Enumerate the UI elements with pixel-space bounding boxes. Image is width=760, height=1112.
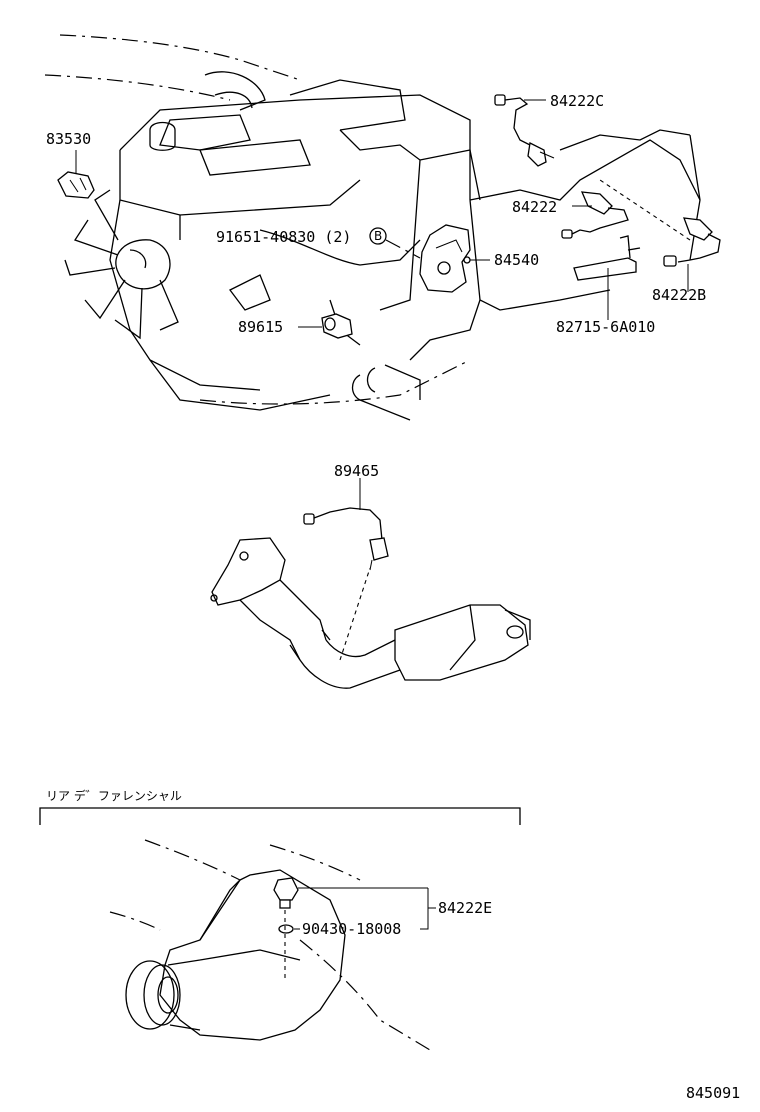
neutral-start-switch-84540[interactable] bbox=[419, 224, 490, 293]
gasket-90430[interactable] bbox=[278, 924, 300, 934]
engine-assembly bbox=[44, 34, 701, 421]
label-91651: 91651-40830 (2) bbox=[216, 228, 351, 246]
diagram-code: 845091 bbox=[686, 1084, 740, 1102]
fan-icon bbox=[64, 189, 179, 340]
label-90430: 90430-18008 bbox=[302, 920, 401, 938]
oil-pressure-switch-83530[interactable] bbox=[57, 150, 95, 199]
label-82715: 82715-6A010 bbox=[556, 318, 655, 336]
oxygen-sensor-89465[interactable] bbox=[303, 478, 389, 571]
label-ref-b: B bbox=[374, 229, 382, 243]
sensor-89615[interactable] bbox=[298, 313, 353, 339]
label-89615: 89615 bbox=[238, 318, 283, 336]
label-84222: 84222 bbox=[512, 198, 557, 216]
switch-84222e[interactable] bbox=[273, 877, 428, 909]
label-83530: 83530 bbox=[46, 130, 91, 148]
rear-differential-section bbox=[39, 807, 521, 1051]
label-84540: 84540 bbox=[494, 251, 539, 269]
bracket-84222e bbox=[420, 888, 436, 930]
label-84222c: 84222C bbox=[550, 92, 604, 110]
label-84222e: 84222E bbox=[438, 899, 492, 917]
exhaust-assembly bbox=[210, 537, 531, 689]
label-89465: 89465 bbox=[334, 462, 379, 480]
section-title: リア デ゛ファレンシャル bbox=[46, 788, 182, 803]
sensor-84222[interactable] bbox=[561, 191, 629, 239]
bolt-91651-ref bbox=[369, 227, 421, 259]
sensor-84222c[interactable] bbox=[494, 94, 555, 167]
bracket-82715[interactable] bbox=[573, 235, 641, 320]
label-84222b: 84222B bbox=[652, 286, 706, 304]
sensor-84222b[interactable] bbox=[599, 179, 721, 292]
